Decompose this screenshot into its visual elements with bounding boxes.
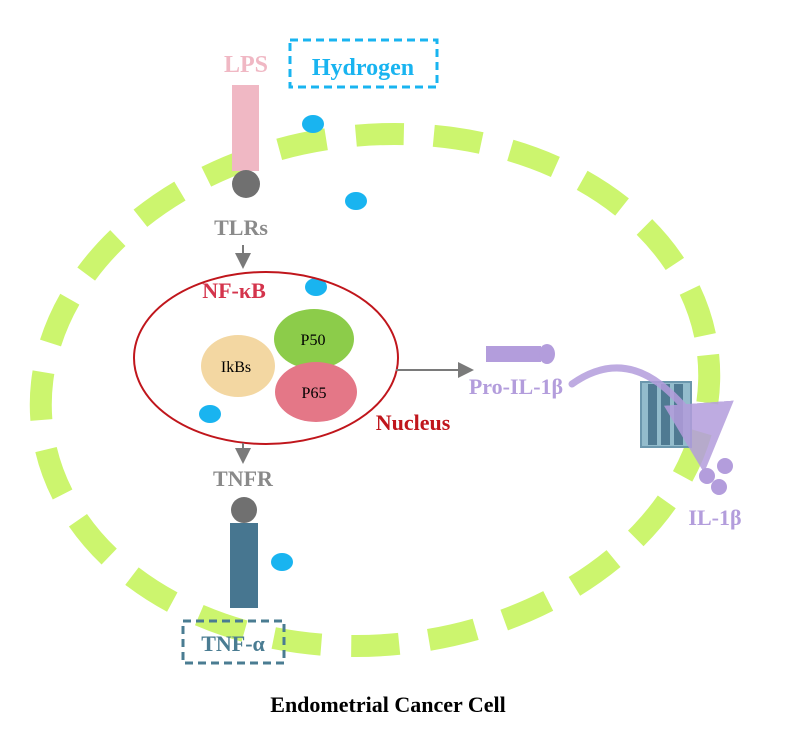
secretion-arrow	[568, 364, 734, 473]
ikbs-label: IkBs	[221, 359, 251, 376]
nucleus	[133, 271, 399, 445]
diagram-title: Endometrial Cancer Cell	[270, 692, 505, 717]
ikbs-protein	[201, 335, 275, 397]
tlr-receptor-head	[232, 170, 260, 198]
il1b-dot	[711, 479, 727, 495]
p50-protein	[274, 309, 354, 369]
channel-bar	[648, 384, 657, 445]
tnfr-receptor-head	[231, 497, 257, 523]
hydrogen-dot	[305, 278, 327, 296]
cell-membrane	[29, 122, 721, 658]
p65-label: P65	[302, 385, 327, 402]
lps-label: LPS	[224, 52, 268, 78]
tnfr-label: TNFR	[213, 466, 274, 491]
p50-label: P50	[301, 332, 326, 349]
hydrogen-label: Hydrogen	[312, 55, 414, 81]
hydrogen-dot	[271, 553, 293, 571]
hydrogen-dot	[345, 192, 367, 210]
tnfr-bar	[230, 523, 258, 608]
hydrogen-dot	[199, 405, 221, 423]
hydrogen-box	[288, 38, 439, 89]
tlrs-label: TLRs	[214, 215, 268, 240]
nucleus-label: Nucleus	[376, 410, 451, 435]
p65-protein	[275, 362, 357, 422]
il1b-dot	[699, 468, 715, 484]
il1b-label: IL-1β	[688, 505, 741, 530]
tnf-alpha-label: TNF-α	[201, 631, 265, 656]
lps-bar	[232, 85, 259, 171]
il1b-dot	[717, 458, 733, 474]
pro-il1b-label: Pro-IL-1β	[469, 374, 563, 399]
nfkb-label: NF-κB	[202, 278, 266, 303]
pro-il1b-head	[539, 344, 555, 364]
tnf-alpha-box	[181, 619, 286, 665]
hydrogen-dot	[302, 115, 324, 133]
pro-il1b-bar	[486, 346, 541, 362]
